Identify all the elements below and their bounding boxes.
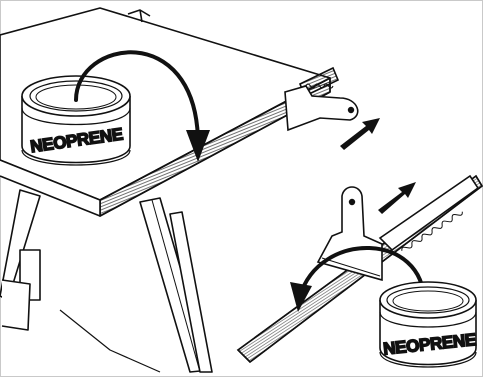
straight-arrow-icon bbox=[378, 182, 416, 214]
curved-arrow-icon bbox=[74, 50, 210, 162]
can-bottom-right: NEOPRENE bbox=[379, 281, 478, 368]
straight-arrow-icon bbox=[340, 118, 380, 150]
table-front-edge bbox=[0, 159, 101, 217]
roller-tool-bottom bbox=[316, 186, 383, 282]
table-leg-right bbox=[169, 211, 213, 373]
roller-tool-top bbox=[284, 66, 359, 132]
curved-arrow-icon bbox=[290, 246, 426, 312]
